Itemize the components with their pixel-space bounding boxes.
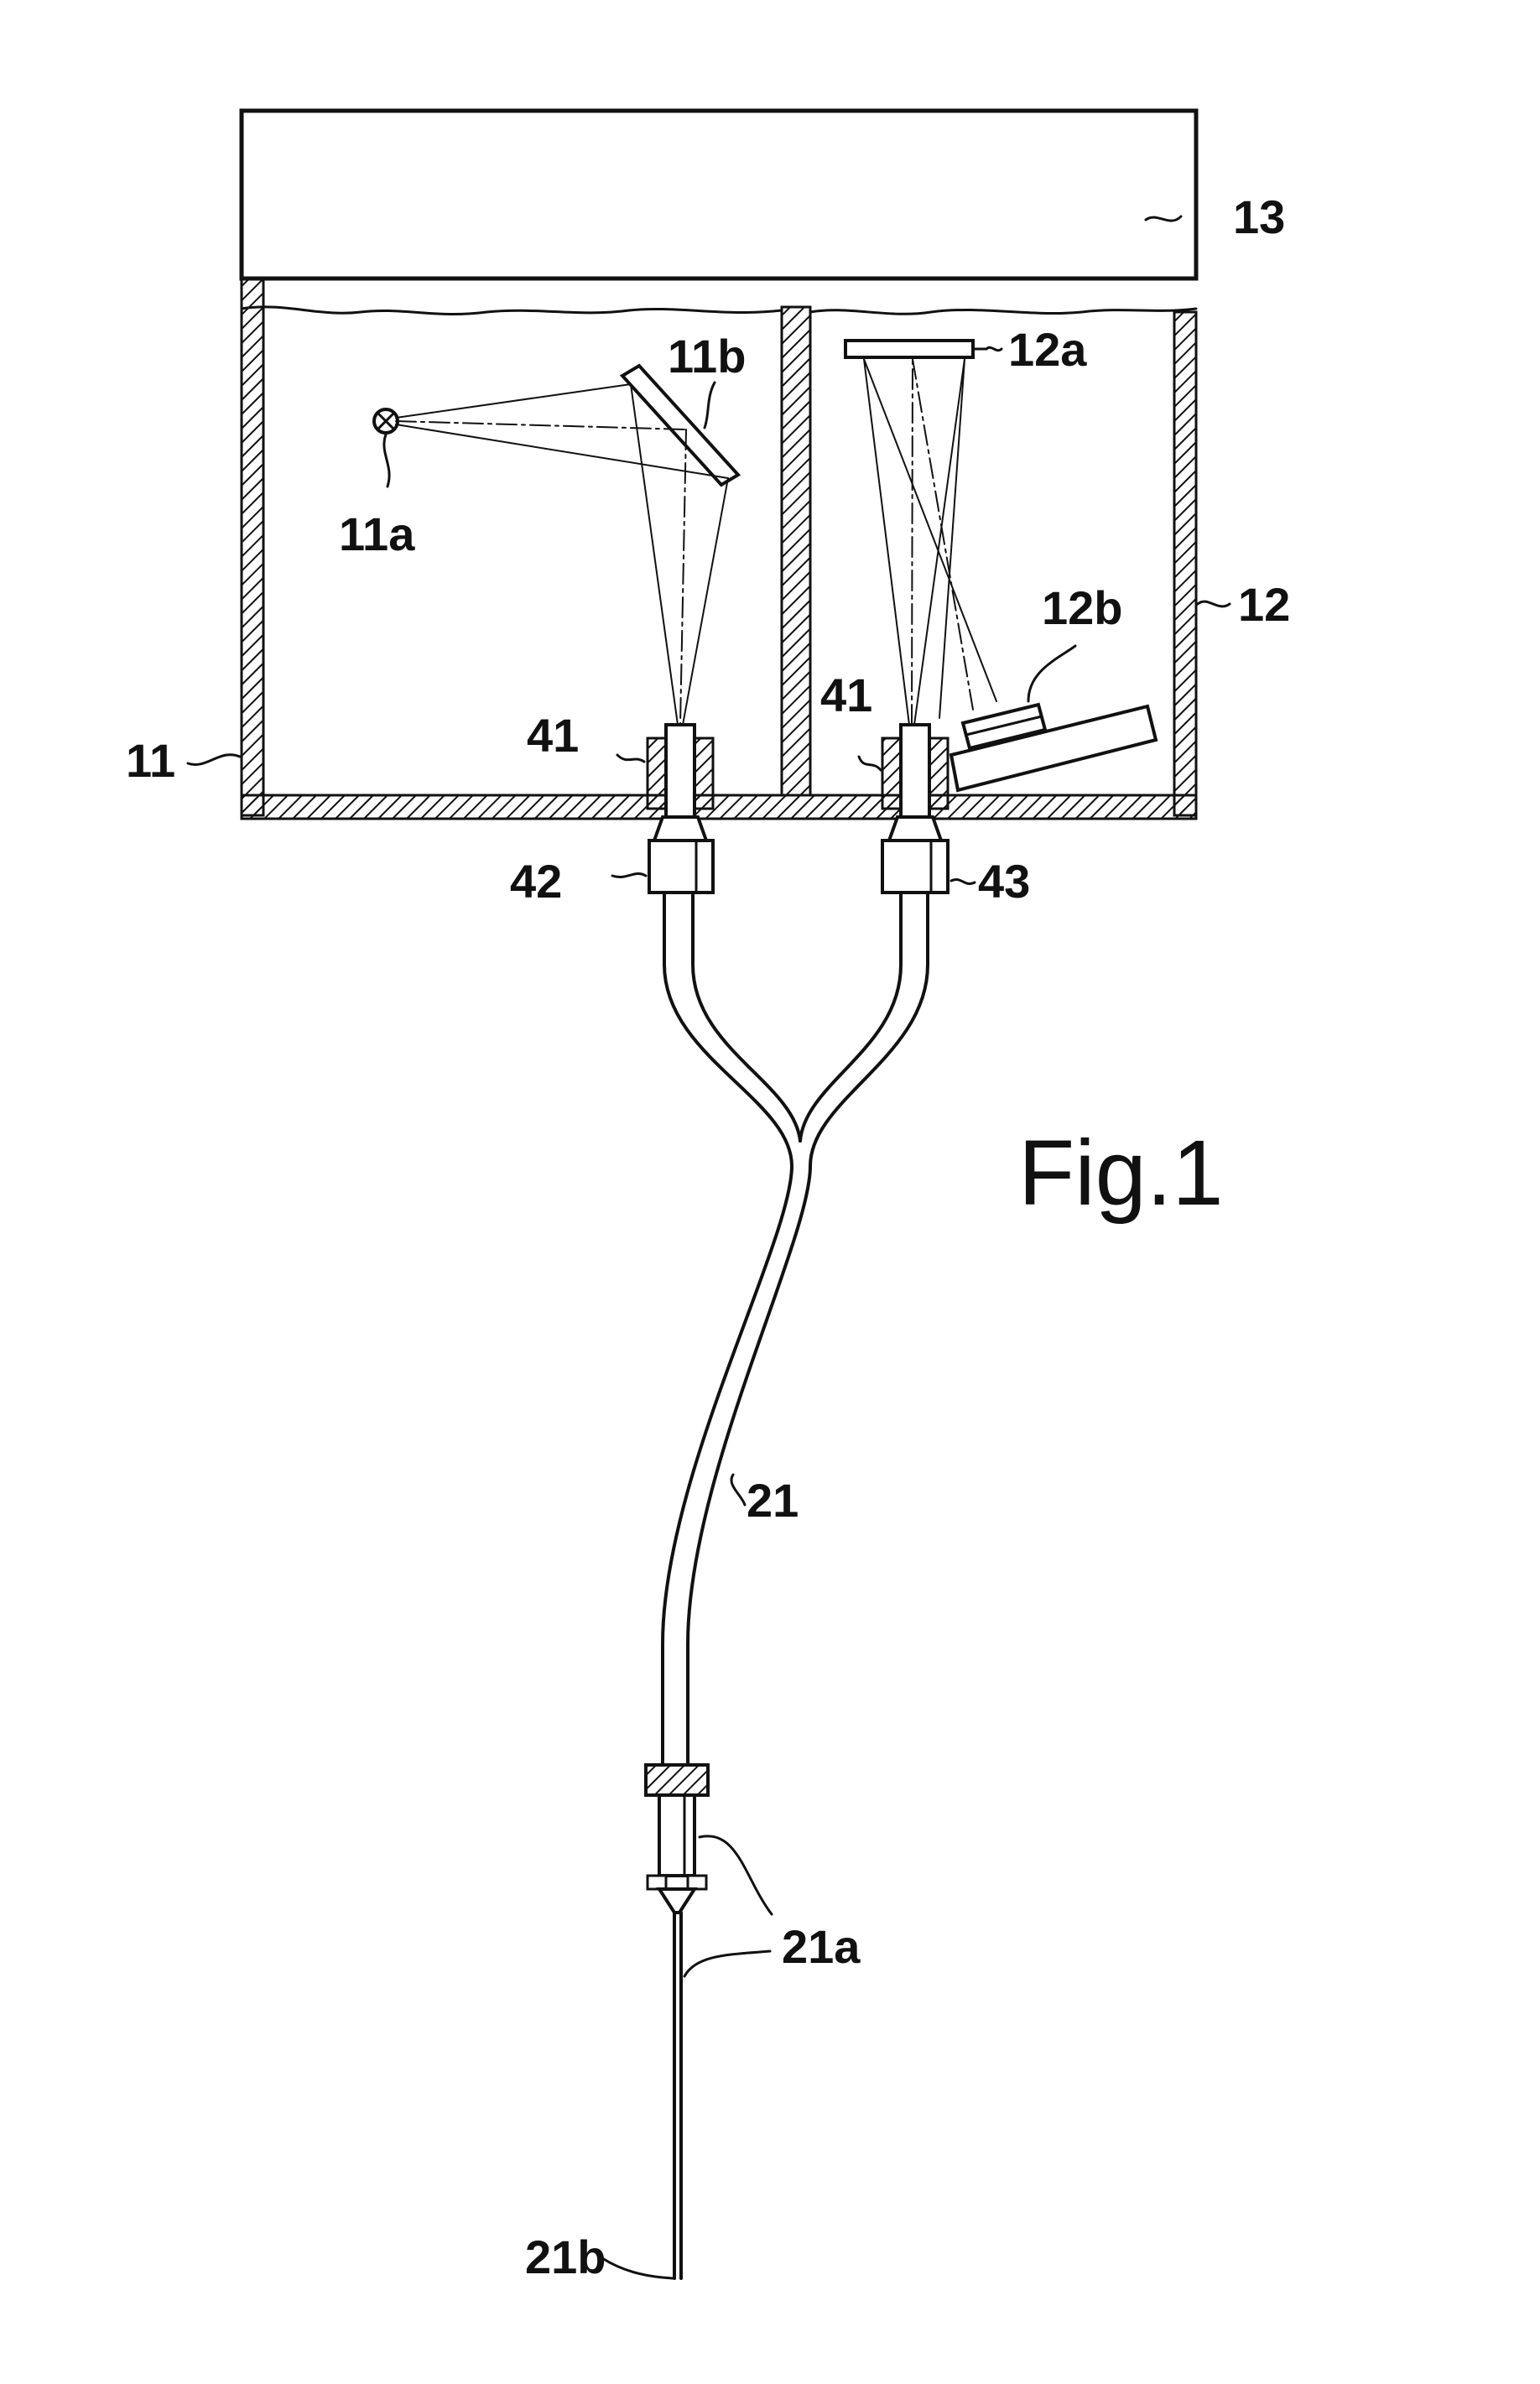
label-42: 42 (510, 855, 562, 908)
label-13: 13 (1233, 190, 1285, 243)
coupler-42 (612, 817, 713, 893)
label-21b: 21b (525, 2230, 606, 2283)
label-21: 21 (747, 1474, 799, 1527)
label-41-right: 41 (820, 669, 872, 721)
light-rays-right (864, 359, 996, 725)
figure-caption: Fig.1 (1018, 1122, 1224, 1225)
mirror-11b (622, 366, 738, 485)
fiber-21 (663, 893, 928, 1765)
label-21a: 21a (782, 1920, 861, 1973)
probe-21a (646, 1765, 772, 1976)
cover-box-13 (242, 111, 1196, 278)
lamp-11a (374, 409, 398, 487)
fiber-tip-21b (602, 1913, 681, 2278)
label-12: 12 (1238, 578, 1290, 631)
label-12b: 12b (1042, 581, 1123, 634)
label-41-left: 41 (527, 709, 579, 762)
label-12a: 12a (1008, 323, 1087, 376)
coupler-43 (882, 817, 975, 893)
leader-lines (188, 216, 1230, 765)
label-11b: 11b (668, 330, 746, 383)
detector-12b (951, 646, 1156, 790)
label-11: 11 (126, 734, 175, 787)
label-11a: 11a (339, 508, 415, 560)
label-43: 43 (978, 855, 1030, 908)
mirror-12a (845, 341, 986, 357)
